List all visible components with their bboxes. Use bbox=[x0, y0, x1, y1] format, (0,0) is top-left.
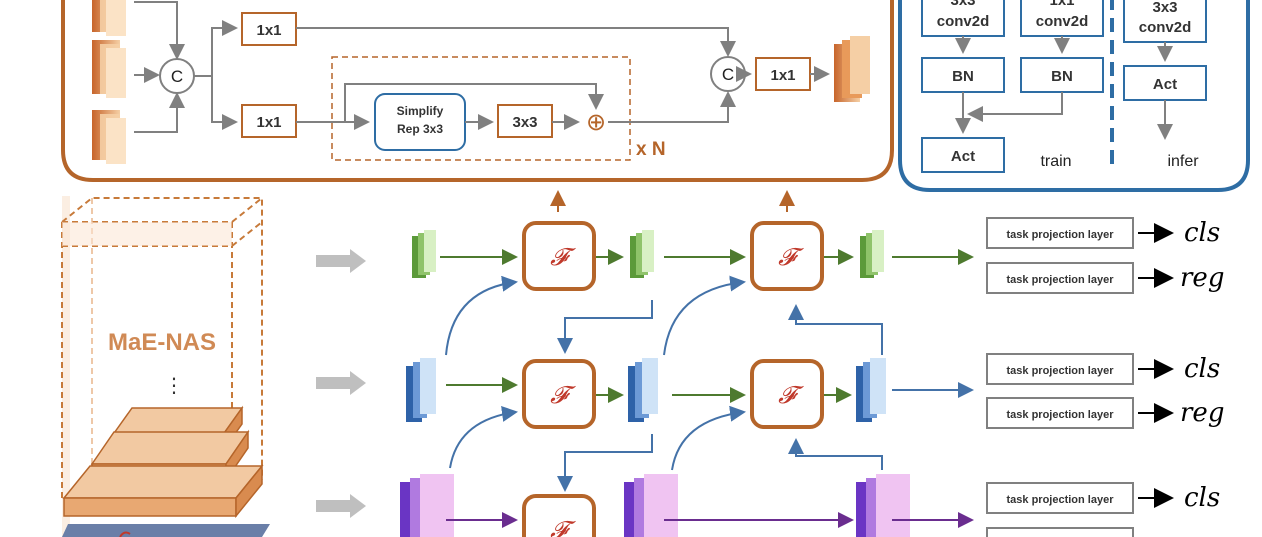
backbone-label: MaE-NAS bbox=[108, 329, 216, 356]
simplify-rep-line1: Simplify bbox=[397, 104, 444, 118]
input-image bbox=[62, 524, 270, 537]
backbone-ellipsis: ⋮ bbox=[164, 373, 184, 397]
task-projection-box bbox=[986, 482, 1134, 514]
csp-block-frame bbox=[61, 0, 894, 182]
task-projection-label: task projection layer bbox=[1007, 494, 1115, 506]
csp-output-stack bbox=[834, 36, 870, 102]
conv-1x1-bottom-box bbox=[241, 104, 297, 138]
cls-label: cls bbox=[1184, 354, 1220, 384]
backbone-to-neck-arrows bbox=[316, 249, 366, 518]
infer-label: infer bbox=[1167, 153, 1199, 170]
reg-label: reg bbox=[1180, 263, 1224, 293]
train-act-label: Act bbox=[951, 148, 975, 165]
rep-block: 3x3 conv2d 1x1 conv2d BN BN Act train 3x… bbox=[898, 0, 1250, 192]
fusion-node bbox=[522, 359, 596, 429]
cls-label: cls bbox=[1184, 218, 1220, 248]
conv-1x1-out-label: 1x1 bbox=[770, 67, 795, 84]
fusion-nodes: 𝓕 𝓕 𝓕 𝓕 𝓕 bbox=[522, 221, 824, 537]
task-projection-box bbox=[986, 397, 1134, 429]
backbone: MaE-NAS ⋮ bbox=[61, 196, 270, 537]
task-projection-label: task projection layer bbox=[1007, 229, 1115, 241]
repeat-label: x N bbox=[636, 139, 666, 160]
cls-label: cls bbox=[1184, 483, 1220, 513]
infer-conv-3x3-box bbox=[1123, 0, 1207, 43]
train-bn-left-label: BN bbox=[952, 68, 974, 85]
infer-act-label: Act bbox=[1153, 76, 1177, 93]
infer-act-box bbox=[1123, 65, 1207, 101]
neck-features bbox=[400, 230, 910, 537]
train-conv-1x1-line2: conv2d bbox=[1036, 13, 1089, 30]
task-projection-label: task projection layer bbox=[1007, 274, 1115, 286]
train-conv-3x3-line2: conv2d bbox=[937, 13, 990, 30]
simplify-rep-line2: Rep 3x3 bbox=[397, 122, 443, 136]
infer-conv-3x3-line2: conv2d bbox=[1139, 19, 1192, 36]
conv-1x1-top-label: 1x1 bbox=[256, 22, 281, 39]
neck-arrows bbox=[440, 190, 974, 528]
rep-block-frame bbox=[898, 0, 1250, 192]
conv-3x3-label: 3x3 bbox=[512, 114, 537, 131]
add-node: ⊕ bbox=[586, 108, 606, 136]
train-conv-3x3-box bbox=[921, 0, 1005, 37]
reg-label: reg bbox=[1180, 398, 1224, 428]
fusion-node bbox=[522, 494, 596, 537]
concat-right-label: C bbox=[722, 65, 734, 84]
train-act-box bbox=[921, 137, 1005, 173]
task-projection-box bbox=[986, 353, 1134, 385]
fusion-node bbox=[522, 221, 596, 291]
task-projection-box bbox=[986, 217, 1134, 249]
detection-heads: task projection layer cls task projectio… bbox=[986, 217, 1224, 537]
train-bn-right-label: BN bbox=[1051, 68, 1073, 85]
backbone-slabs bbox=[62, 405, 264, 519]
conv-3x3-box bbox=[497, 104, 553, 138]
task-projection-label: task projection layer bbox=[1007, 365, 1115, 377]
repeat-region bbox=[331, 56, 631, 161]
csp-input-stacks bbox=[92, 0, 126, 164]
csp-block: C 1x1 1x1 x N Simplify Rep 3x3 3x3 ⊕ C 1… bbox=[61, 0, 894, 182]
task-projection-label: task projection layer bbox=[1007, 409, 1115, 421]
conv-1x1-bottom-label: 1x1 bbox=[256, 114, 281, 131]
train-label: train bbox=[1040, 153, 1071, 170]
task-projection-box bbox=[986, 527, 1134, 537]
infer-conv-3x3-line1: 3x3 bbox=[1152, 0, 1177, 16]
fusion-node bbox=[750, 359, 824, 429]
fusion-node bbox=[750, 221, 824, 291]
train-conv-3x3-line1: 3x3 bbox=[950, 0, 975, 9]
concat-left-label: C bbox=[171, 67, 183, 86]
task-projection-box bbox=[986, 262, 1134, 294]
train-conv-1x1-line1: 1x1 bbox=[1049, 0, 1074, 9]
